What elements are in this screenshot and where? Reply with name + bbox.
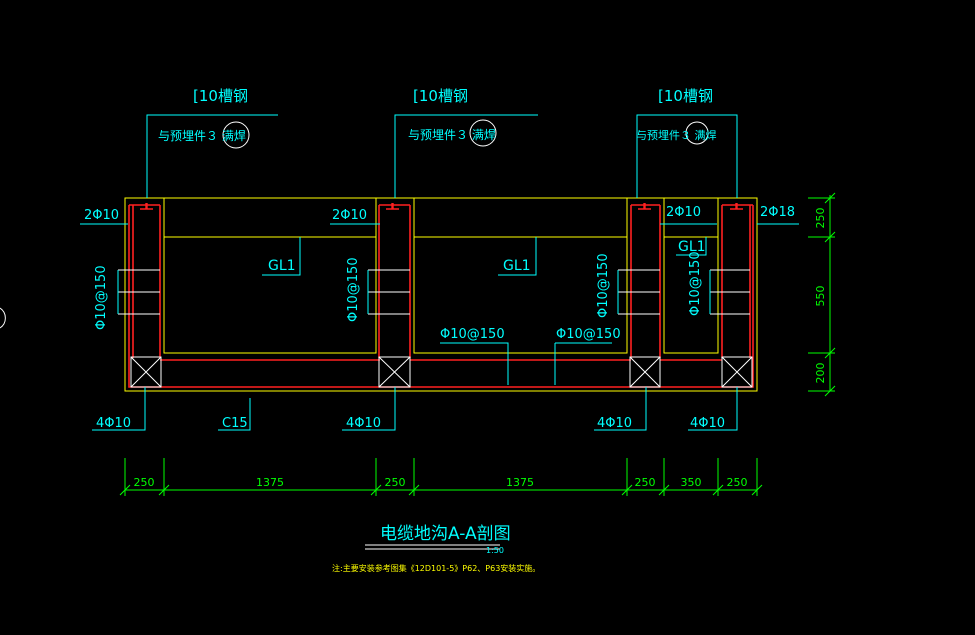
drawing-note: 注:主要安装参考图集《12D101-5》P62、P63安装实施。	[332, 563, 540, 573]
drawing-title: 电缆地沟A-A剖图	[380, 524, 511, 544]
dim-v-1: 250	[814, 208, 827, 229]
wall-stirrups	[118, 269, 750, 315]
dimension-lines	[119, 192, 836, 496]
channel-steel-label-1: [10槽钢	[193, 87, 248, 105]
dim-v-2: 550	[814, 286, 827, 307]
dim-h-5: 250	[635, 476, 656, 489]
channel-steel-symbols	[140, 203, 743, 210]
wall-bar-label-1: Φ10@150	[94, 265, 109, 330]
bottom-bar-label-4: 4Φ10	[690, 416, 725, 431]
title-block: 电缆地沟A-A剖图 1:50 注:主要安装参考图集《12D101-5》P62、P…	[332, 524, 540, 573]
concrete-outline	[124, 197, 758, 392]
weld-note-2: 与预埋件３ 满焊	[408, 127, 496, 142]
horizontal-dimension-values: 250 1375 250 1375 250 350 250	[134, 476, 748, 489]
dim-h-1: 250	[134, 476, 155, 489]
top-bar-label-1: 2Φ10	[84, 208, 119, 223]
weld-circles	[0, 119, 709, 329]
top-bar-label-3: 2Φ10	[666, 205, 701, 220]
bottom-bar-label-1: 4Φ10	[96, 416, 131, 431]
gl1-label-1: GL1	[268, 258, 296, 274]
wall-bar-label-3: Φ10@150	[596, 253, 611, 318]
rebar-layout	[128, 204, 754, 388]
dim-h-7: 250	[727, 476, 748, 489]
beam-labels: GL1 GL1 GL1	[268, 239, 706, 274]
channel-steel-label-3: [10槽钢	[658, 87, 713, 105]
footing-cross-boxes	[130, 356, 753, 388]
dim-h-2: 1375	[256, 476, 284, 489]
channel-steel-labels: [10槽钢 [10槽钢 [10槽钢	[193, 87, 713, 105]
top-bar-label-4: 2Φ18	[760, 205, 795, 220]
slab-bar-label-2: Φ10@150	[556, 327, 621, 342]
weld-note-1: 与预埋件３ 满焊	[158, 128, 246, 143]
top-bar-labels: 2Φ10 2Φ10 2Φ10 2Φ18	[84, 205, 795, 223]
gl1-label-2: GL1	[503, 258, 531, 274]
wall-bar-labels: Φ10@150 Φ10@150 Φ10@150 Φ10@150	[94, 251, 703, 330]
concrete-grade-label: C15	[222, 416, 248, 431]
dim-h-6: 350	[681, 476, 702, 489]
drawing-scale: 1:50	[486, 546, 504, 555]
weld-note-3: 与预埋件３ 满焊	[636, 128, 717, 142]
slab-bar-label-1: Φ10@150	[440, 327, 505, 342]
bottom-bar-labels: 4Φ10 4Φ10 4Φ10 4Φ10 C15	[96, 416, 725, 431]
slab-bar-labels: Φ10@150 Φ10@150	[440, 327, 621, 342]
weld-notes: 与预埋件３ 满焊 与预埋件３ 满焊 与预埋件３ 满焊	[158, 127, 717, 143]
top-bar-label-2: 2Φ10	[332, 208, 367, 223]
wall-bar-label-4: Φ10@150	[688, 251, 703, 316]
bottom-bar-label-2: 4Φ10	[346, 416, 381, 431]
gl1-label-3: GL1	[678, 239, 706, 255]
bottom-bar-label-3: 4Φ10	[597, 416, 632, 431]
dim-h-3: 250	[385, 476, 406, 489]
dim-h-4: 1375	[506, 476, 534, 489]
dim-v-3: 200	[814, 363, 827, 384]
vertical-dimension-values: 250 550 200	[814, 208, 827, 384]
channel-steel-label-2: [10槽钢	[413, 87, 468, 105]
leader-lines	[80, 114, 799, 431]
wall-bar-label-2: Φ10@150	[346, 257, 361, 322]
